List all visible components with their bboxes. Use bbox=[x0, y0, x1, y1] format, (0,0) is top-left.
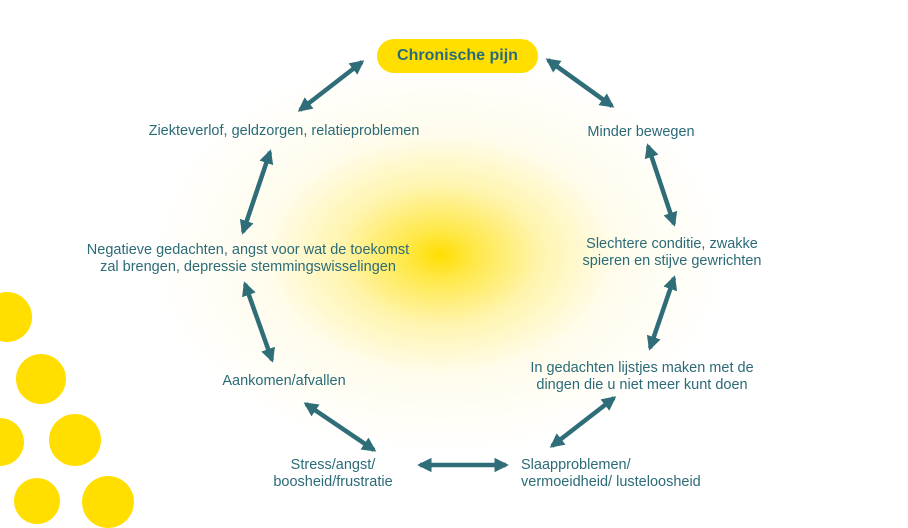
node-line: Slechtere conditie, zwakke bbox=[586, 236, 758, 252]
arrow-stress-aankomen bbox=[303, 402, 377, 452]
node-negatieve-gedachten: Negatieve gedachten, angst voor wat de t… bbox=[87, 242, 409, 276]
node-line: spieren en stijve gewrichten bbox=[582, 253, 762, 269]
arrow-aankomen-negatief bbox=[242, 281, 275, 363]
decor-dot bbox=[49, 414, 101, 466]
node-minder-bewegen: Minder bewegen bbox=[587, 124, 694, 141]
node-aankomen-afvallen: Aankomen/afvallen bbox=[222, 373, 345, 390]
arrow-pijn-bewegen bbox=[545, 58, 615, 108]
node-ziekteverlof: Ziekteverlof, geldzorgen, relatieproblem… bbox=[149, 123, 420, 140]
node-line: zal brengen, depressie stemmingswisselin… bbox=[100, 259, 396, 275]
cycle-arrows bbox=[239, 58, 678, 473]
arrow-pijn-ziekteverlof bbox=[297, 60, 365, 112]
central-topic-chronische-pijn: Chronische pijn bbox=[377, 39, 538, 73]
arrow-negatief-ziekteverlof bbox=[239, 149, 274, 235]
node-line: Minder bewegen bbox=[587, 124, 695, 140]
arrow-lijstjes-slaap bbox=[549, 396, 617, 448]
central-topic-label: Chronische pijn bbox=[397, 47, 518, 64]
node-slechtere-conditie: Slechtere conditie, zwakke spieren en st… bbox=[583, 236, 762, 270]
node-line: dingen die u niet meer kunt doen bbox=[536, 377, 748, 393]
node-line: boosheid/frustratie bbox=[273, 474, 393, 490]
node-line: Slaapproblemen/ bbox=[521, 457, 631, 473]
arrow-conditie-lijstjes bbox=[646, 275, 678, 351]
node-lijstjes-maken: In gedachten lijstjes maken met de dinge… bbox=[530, 360, 753, 394]
node-line: Negatieve gedachten, angst voor wat de t… bbox=[86, 242, 410, 258]
decor-dot bbox=[16, 354, 66, 404]
node-slaapproblemen: Slaapproblemen/ vermoeidheid/ lusteloosh… bbox=[521, 457, 701, 491]
node-line: Stress/angst/ bbox=[290, 457, 376, 473]
node-line: Aankomen/afvallen bbox=[222, 373, 346, 389]
arrow-bewegen-conditie bbox=[644, 143, 678, 227]
node-line: In gedachten lijstjes maken met de bbox=[530, 360, 754, 376]
node-line: vermoeidheid/ lusteloosheid bbox=[521, 474, 701, 490]
node-stress: Stress/angst/ boosheid/frustratie bbox=[273, 457, 392, 491]
node-line: Ziekteverlof, geldzorgen, relatieproblem… bbox=[148, 123, 420, 139]
